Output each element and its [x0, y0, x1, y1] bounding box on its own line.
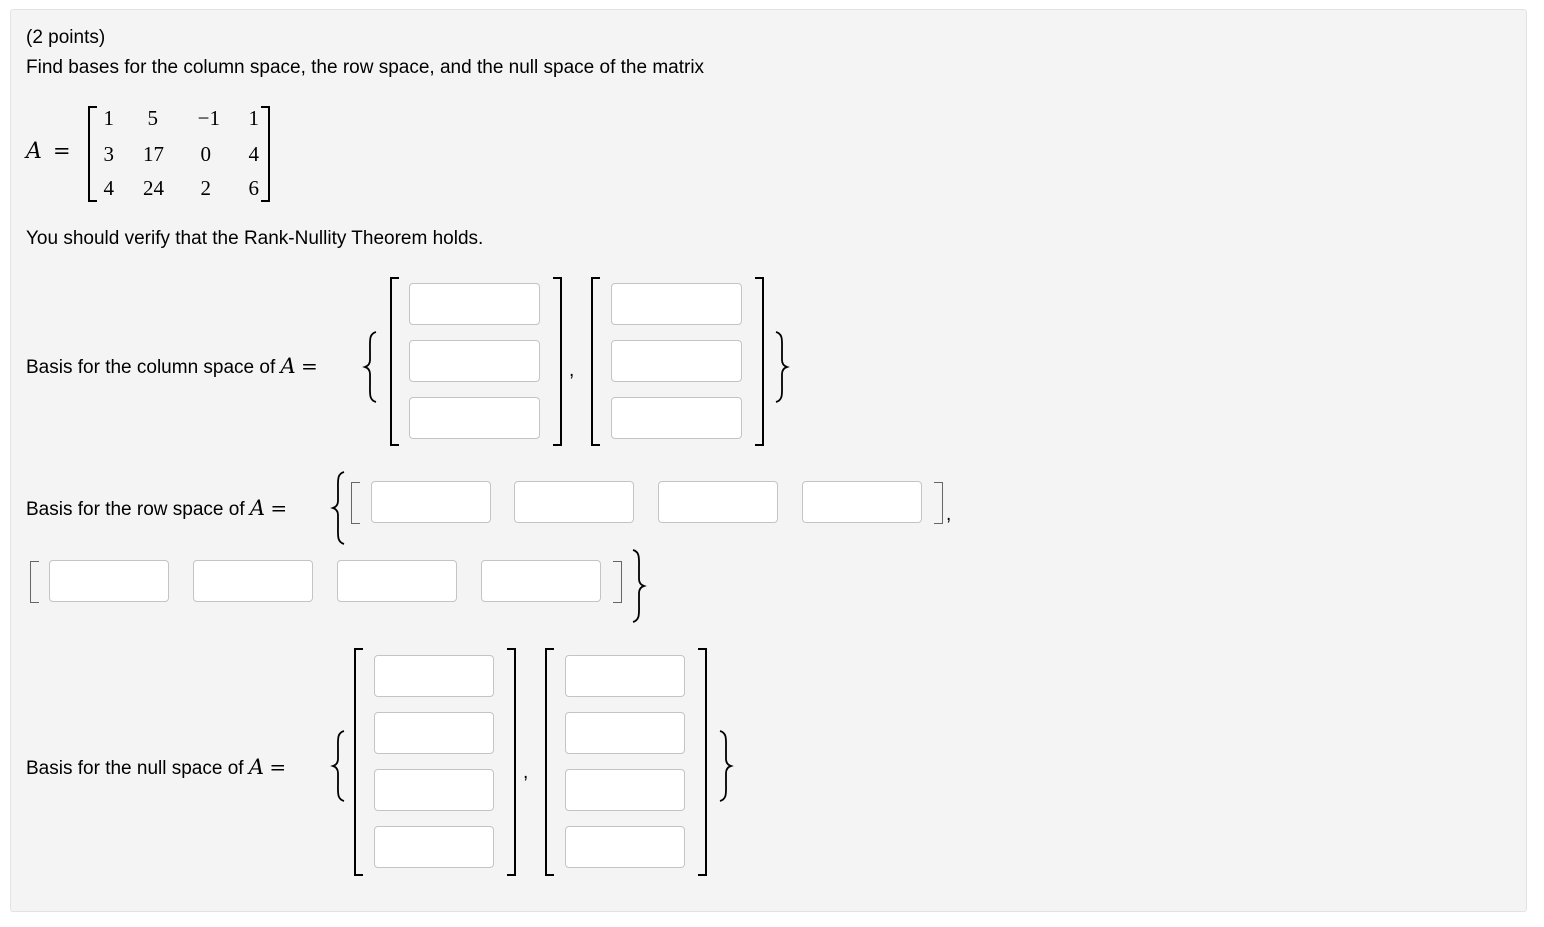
matrix-left-bracket	[88, 106, 97, 202]
null-basis-2-entry-2[interactable]	[565, 712, 685, 754]
left-brace-icon	[330, 730, 345, 802]
matrix-label: A	[26, 139, 42, 164]
null-basis-2-entry-1[interactable]	[565, 655, 685, 697]
matrix-cell: 17	[143, 142, 164, 166]
row-basis-1-entry-2[interactable]	[514, 481, 634, 523]
row-basis-1-entry-3[interactable]	[658, 481, 778, 523]
right-brace-icon	[719, 730, 734, 802]
column-basis-1-entry-3[interactable]	[409, 397, 540, 439]
row-separator: ,	[946, 504, 952, 525]
column-separator: ,	[569, 360, 575, 381]
row-basis-1-entry-4[interactable]	[802, 481, 922, 523]
row-space-equals: =	[270, 496, 288, 520]
matrix-right-bracket	[261, 106, 270, 202]
matrix-cell: 6	[248, 176, 260, 200]
null-vector-1-left-bracket	[354, 648, 363, 876]
matrix-cell: 1	[248, 106, 260, 130]
null-vector-1-right-bracket	[507, 648, 516, 876]
left-brace-icon	[330, 471, 345, 545]
right-brace-icon	[632, 549, 647, 623]
column-space-var: A	[280, 354, 296, 378]
row-vector-1-left-bracket	[351, 482, 360, 524]
column-basis-1-entry-1[interactable]	[409, 283, 540, 325]
null-basis-2-entry-4[interactable]	[565, 826, 685, 868]
null-vector-2-left-bracket	[545, 648, 554, 876]
matrix-equals: =	[53, 139, 71, 163]
column-space-label-text: Basis for the column space of	[26, 357, 276, 378]
row-basis-2-entry-3[interactable]	[337, 560, 457, 602]
points-label: (2 points)	[26, 27, 106, 48]
row-basis-1-entry-1[interactable]	[371, 481, 491, 523]
matrix-cell: 5	[147, 106, 159, 130]
problem-prompt: Find bases for the column space, the row…	[26, 57, 705, 78]
row-vector-1-right-bracket	[934, 482, 943, 524]
column-vector-1-left-bracket	[390, 277, 399, 446]
row-space-var: A	[249, 496, 266, 520]
column-vector-2-right-bracket	[755, 277, 764, 446]
right-brace-icon	[775, 331, 790, 403]
column-space-equals: =	[300, 354, 318, 378]
matrix-cell: 0	[200, 142, 212, 166]
row-vector-2-right-bracket	[613, 561, 622, 603]
matrix-cell: 24	[143, 176, 164, 200]
null-basis-1-entry-2[interactable]	[374, 712, 494, 754]
matrix-cell: 1	[103, 106, 115, 130]
column-vector-2-left-bracket	[591, 277, 600, 446]
matrix-cell: 4	[103, 176, 115, 200]
null-basis-2-entry-3[interactable]	[565, 769, 685, 811]
null-basis-1-entry-4[interactable]	[374, 826, 494, 868]
matrix-cell: 2	[200, 176, 212, 200]
null-separator: ,	[523, 762, 529, 783]
row-basis-2-entry-2[interactable]	[193, 560, 313, 602]
column-basis-2-entry-2[interactable]	[611, 340, 742, 382]
null-vector-2-right-bracket	[698, 648, 707, 876]
matrix-cell: −1	[197, 106, 220, 130]
left-brace-icon	[362, 331, 377, 403]
problem-panel	[10, 9, 1527, 912]
null-basis-1-entry-1[interactable]	[374, 655, 494, 697]
null-basis-1-entry-3[interactable]	[374, 769, 494, 811]
column-basis-2-entry-1[interactable]	[611, 283, 742, 325]
null-space-equals: =	[269, 755, 287, 779]
column-vector-1-right-bracket	[553, 277, 562, 446]
column-basis-1-entry-2[interactable]	[409, 340, 540, 382]
row-basis-2-entry-1[interactable]	[49, 560, 169, 602]
row-space-label-text: Basis for the row space of	[26, 499, 245, 520]
matrix-cell: 3	[103, 142, 115, 166]
verify-note: You should verify that the Rank-Nullity …	[26, 228, 484, 249]
matrix-cell: 4	[248, 142, 260, 166]
column-basis-2-entry-3[interactable]	[611, 397, 742, 439]
row-vector-2-left-bracket	[30, 561, 39, 603]
row-space-label: Basis for the row space of A =	[26, 496, 287, 521]
row-basis-2-entry-4[interactable]	[481, 560, 601, 602]
null-space-label-text: Basis for the null space of	[26, 758, 244, 779]
null-space-var: A	[248, 755, 265, 779]
null-space-label: Basis for the null space of A =	[26, 755, 286, 780]
column-space-label: Basis for the column space of A =	[26, 354, 318, 379]
